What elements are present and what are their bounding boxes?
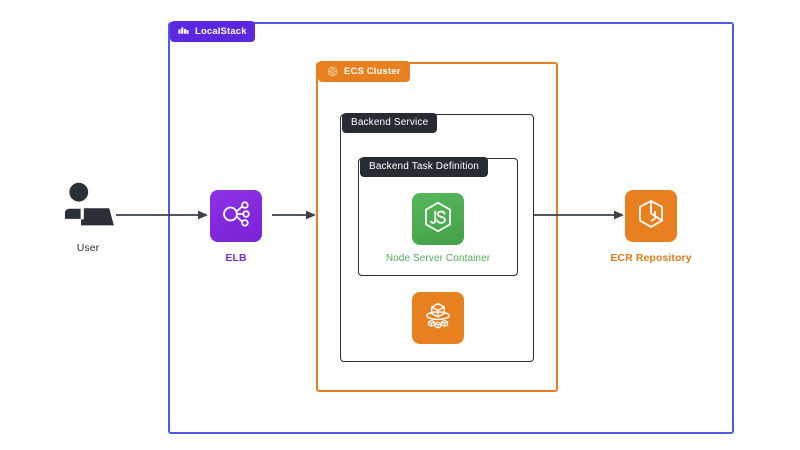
node-user: User [52,182,124,254]
ecs-task-tile [412,292,464,344]
localstack-tag-label: LocalStack [195,25,247,37]
ecs-cluster-tag-label: ECS Cluster [344,65,401,77]
backend-service-tag: Backend Service [342,113,438,133]
node-user-label: User [76,242,100,254]
ecs-container-icon [421,299,455,338]
ecs-cluster-icon [327,66,338,77]
node-node-server-container: Node Server Container [386,193,490,264]
node-server-tile [412,193,464,245]
localstack-tag: LocalStack [170,21,255,42]
arrow-user-to-elb [116,208,210,227]
nodejs-icon [421,200,455,239]
ecs-cluster-boundary [316,62,558,392]
localstack-boundary [168,22,734,434]
node-ecr-repository-label: ECR Repository [610,252,692,264]
ecr-tile [625,190,677,242]
node-ecs-task [412,292,464,344]
localstack-icon [178,26,189,37]
node-elb-label: ELB [225,252,247,264]
node-server-container-label: Node Server Container [385,253,491,264]
elb-tile [210,190,262,242]
node-elb: ELB [210,190,262,264]
backend-service-tag-label: Backend Service [351,117,429,128]
arrow-backend-service-to-ecr [534,208,626,227]
node-ecr-repository: ECR Repository [610,190,692,264]
user-laptop-icon [58,182,118,230]
ecr-icon [634,197,668,236]
backend-task-definition-tag: Backend Task Definition [360,157,488,177]
elb-icon [219,197,253,236]
arrow-elb-to-ecs-cluster [272,208,318,227]
backend-service-boundary [340,114,534,362]
ecs-cluster-tag: ECS Cluster [318,61,410,82]
backend-task-definition-tag-label: Backend Task Definition [369,161,479,172]
